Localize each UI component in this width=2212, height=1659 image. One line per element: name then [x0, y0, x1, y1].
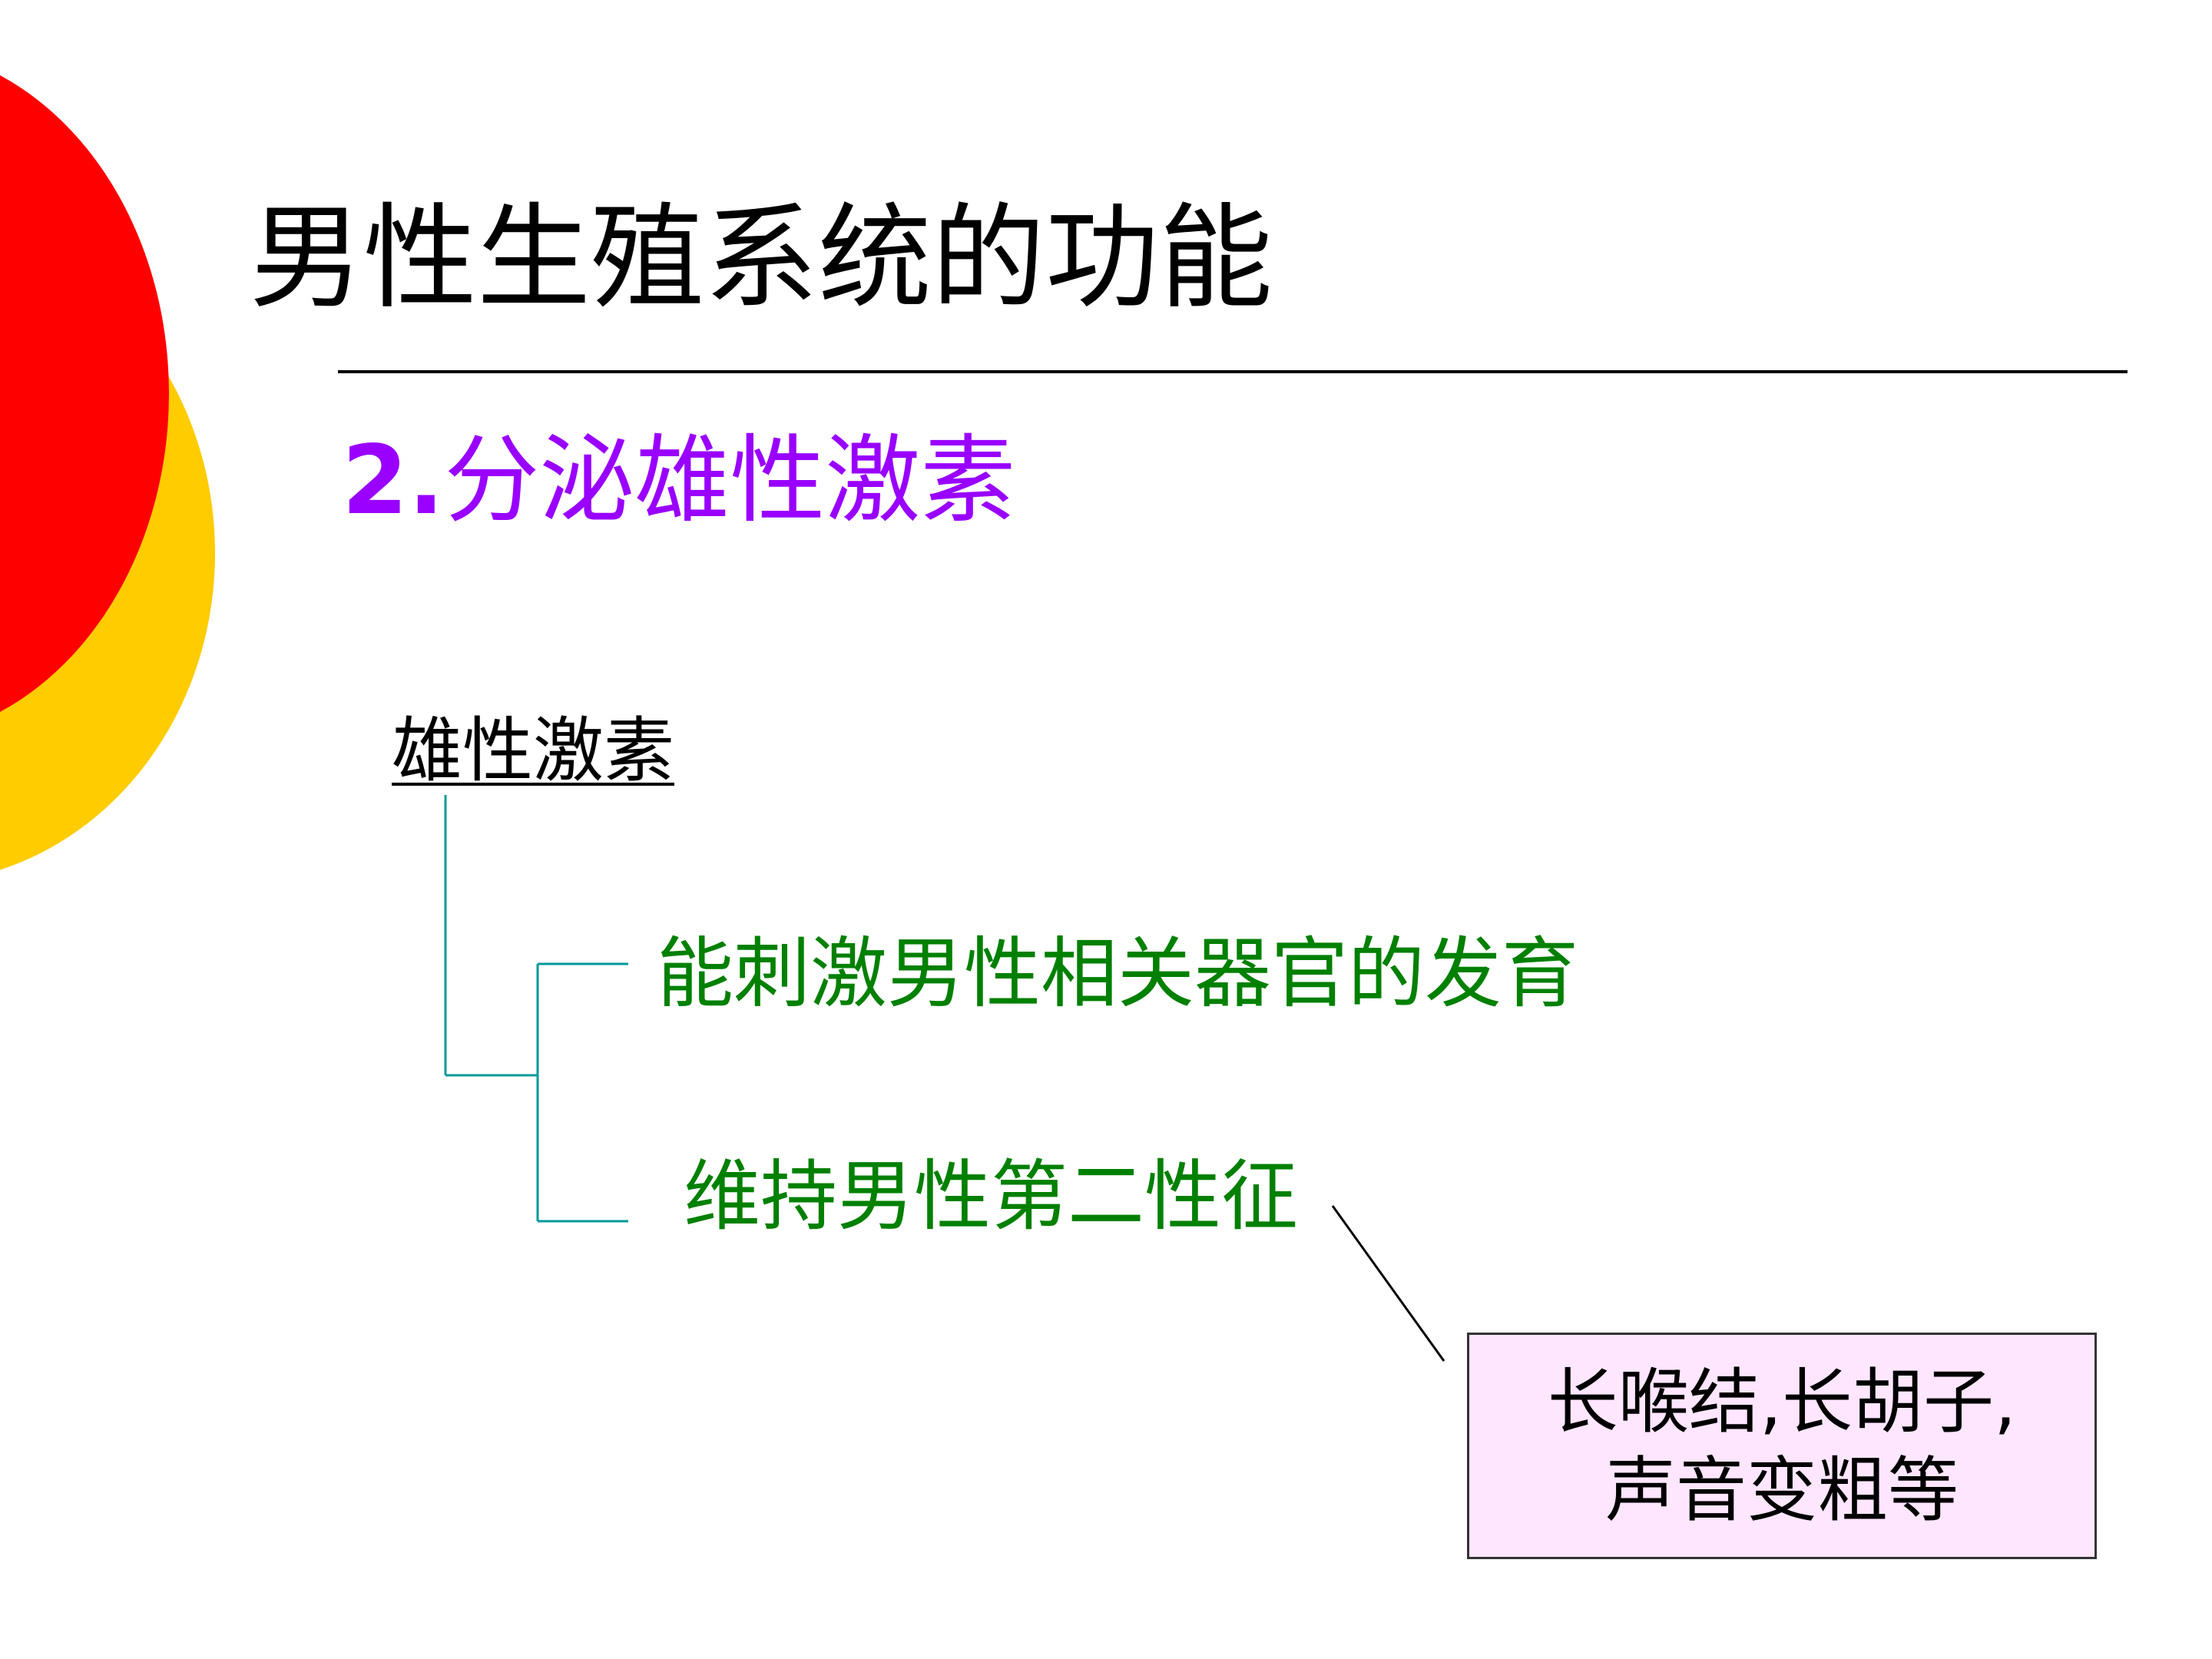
branch-organ-development: 能刺激男性相关器官的发育 [657, 929, 1578, 1018]
branch-secondary-sex-traits: 维持男性第二性征 [684, 1151, 1298, 1241]
slide-title: 男性生殖系统的功能 [250, 192, 1273, 324]
section-heading: 2.分泌雄性激素 [342, 426, 1015, 536]
callout-pointer-line [1331, 1205, 1445, 1362]
root-term: 雄性激素 [392, 710, 675, 792]
section-number: 2. [342, 426, 445, 536]
section-heading-text: 分泌雄性激素 [444, 426, 1016, 536]
title-divider [338, 370, 2128, 373]
callout-box: 长喉结,长胡子, 声音变粗等 [1467, 1333, 2097, 1559]
callout-line-2: 声音变粗等 [1604, 1449, 1959, 1532]
callout-line-1: 长喉结,长胡子, [1547, 1360, 2017, 1443]
